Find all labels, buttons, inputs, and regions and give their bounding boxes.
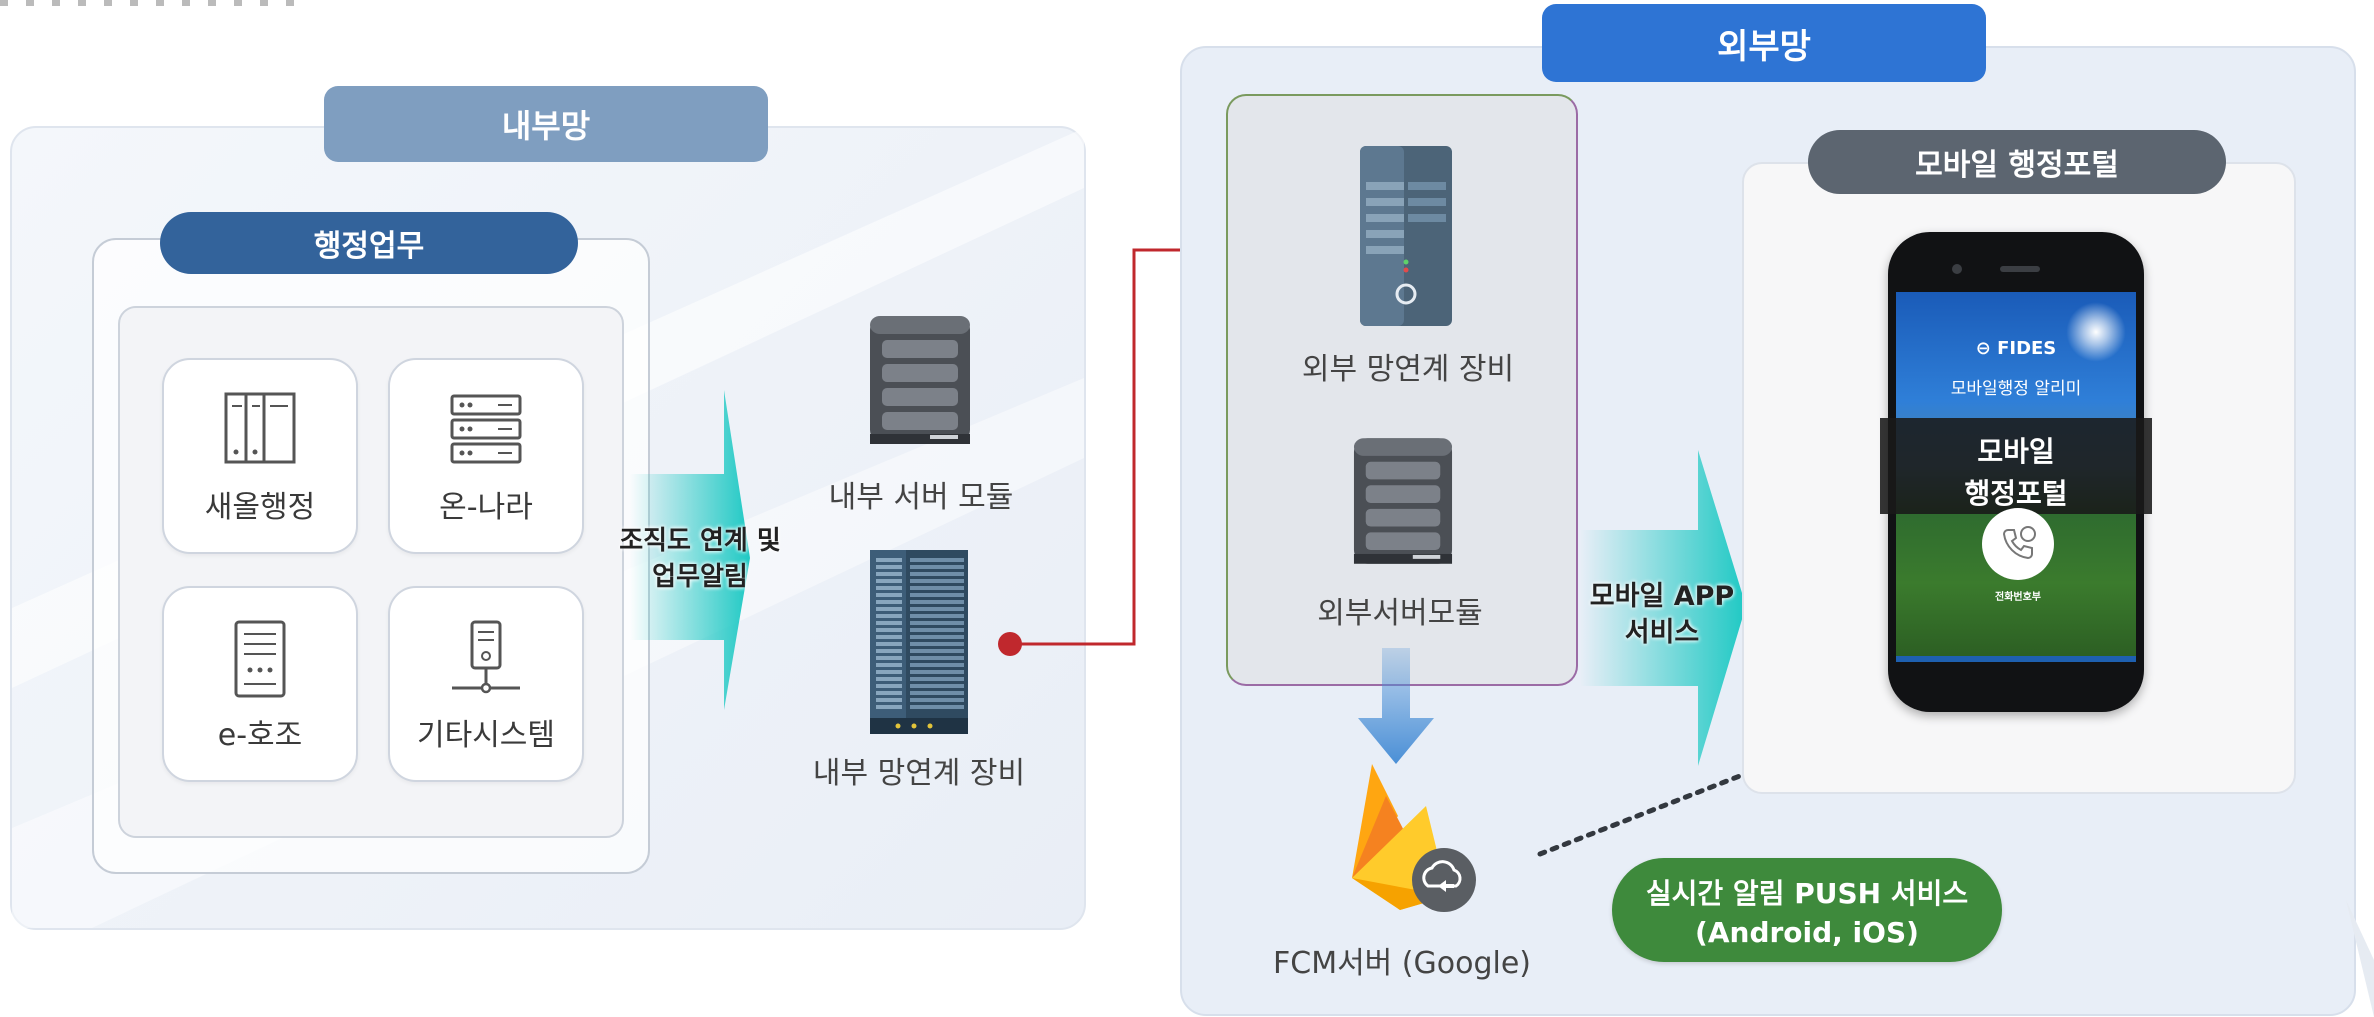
edge-decoration [2346,900,2374,1017]
rack-row [910,698,964,702]
fcm-server-label: FCM서버 (Google) [1272,946,1532,981]
rack-row [910,565,964,569]
push-service-line2: (Android, iOS) [1695,916,1919,949]
rack-row [910,677,964,681]
external-network-title: 외부망 [1542,4,1986,82]
rack-row [910,684,964,688]
phone-camera [1952,264,1962,274]
phone-home-bar [1896,656,2136,662]
rack-row [910,691,964,695]
mobile-app-service-arrow [1580,450,1746,766]
rack-row-left [876,579,902,583]
rack-row-left [876,565,902,569]
tower-server-icon [234,620,286,698]
internal-server-module-icon [870,316,970,444]
system-card-onnara[interactable]: 온-나라 [388,358,584,554]
rack-row [910,628,964,632]
fides-brand-text: FIDES [1997,338,2057,359]
rack-row [910,586,964,590]
rack-row [910,649,964,653]
rack-row [910,572,964,576]
rack-row [910,663,964,667]
rack-row [910,607,964,611]
binder-icon [224,392,296,464]
network-node-icon [452,620,520,694]
rack-row-left [876,593,902,597]
push-service-badge: 실시간 알림 PUSH 서비스 (Android, iOS) [1612,858,2002,962]
rack-row [910,579,964,583]
internal-link-device-icon [870,550,968,734]
system-label-saeol: 새올행정 [204,490,316,525]
rack-row [910,656,964,660]
portal-banner: 모바일 행정포털 [1880,418,2152,514]
phonebook-label: 전화번호부 [1995,592,2041,603]
rack-row [910,670,964,674]
fides-brand: ⊖ FIDES [1896,338,2136,359]
rack-row-left [876,656,902,660]
rack-row [910,614,964,618]
rack-row [910,593,964,597]
phone-speaker [2000,266,2040,272]
rack-row-left [876,642,902,646]
rack-row-left [876,684,902,688]
rack-row-left [876,698,902,702]
rack-row-left [876,635,902,639]
rack-row [910,642,964,646]
app-subtitle: 모바일행정 알리미 [1950,379,2082,399]
rack-row-left [876,621,902,625]
internal-network-title: 내부망 [324,86,768,162]
rack-row-left [876,663,902,667]
admin-work-title: 행정업무 [160,212,578,274]
system-card-ehojo[interactable]: e-호조 [162,586,358,782]
internal-server-module-label: 내부 서버 모듈 [828,480,1014,515]
down-arrow [1358,648,1434,764]
cropped-heading-fragment [0,0,300,6]
rack-row [910,621,964,625]
org-link-arrow [630,390,750,710]
rack-row-left [876,670,902,674]
firebase-icon [1352,764,1476,912]
rack-row [910,635,964,639]
rack-row [910,558,964,562]
phonebook-button[interactable] [1982,508,2054,580]
rack-row-left [876,572,902,576]
external-server-module-icon [1353,438,1453,564]
rack-row [910,600,964,604]
fides-logo-icon: ⊖ [1975,338,1998,359]
external-server-module-label: 외부서버모듈 [1317,596,1483,631]
system-label-other: 기타시스템 [417,718,555,753]
system-label-ehojo: e-호조 [217,718,303,753]
mobile-app-service-label-line1: 모바일 APP [1589,581,1735,612]
system-card-other[interactable]: 기타시스템 [388,586,584,782]
rack-row-left [876,677,902,681]
external-link-device-label: 외부 망연계 장비 [1301,352,1515,387]
rack-row-left [876,558,902,562]
rack-row [910,705,964,709]
rack-row-left [876,607,902,611]
portal-banner-line1: 모바일 [1977,435,2055,468]
internal-link-device-label: 내부 망연계 장비 [812,756,1026,791]
system-label-onnara: 온-나라 [439,490,533,525]
system-card-saeol[interactable]: 새올행정 [162,358,358,554]
org-link-label-line1: 조직도 연계 및 [619,526,781,556]
rack-row-left [876,614,902,618]
sun-glare [2066,302,2126,362]
server-rack-icon [450,394,522,464]
external-link-device-icon [1360,146,1452,326]
rack-row-left [876,600,902,604]
push-service-line1: 실시간 알림 PUSH 서비스 [1645,877,1969,910]
org-link-label-line2: 업무알림 [652,562,748,592]
portal-banner-line2: 행정포털 [1964,477,2068,510]
rack-row-left [876,586,902,590]
mobile-portal-title: 모바일 행정포털 [1808,130,2226,194]
rack-row-left [876,628,902,632]
rack-row-left [876,705,902,709]
rack-row-left [876,691,902,695]
phone-call-icon [2002,526,2036,560]
mobile-app-service-label-line2: 서비스 [1624,617,1700,648]
rack-row-left [876,649,902,653]
